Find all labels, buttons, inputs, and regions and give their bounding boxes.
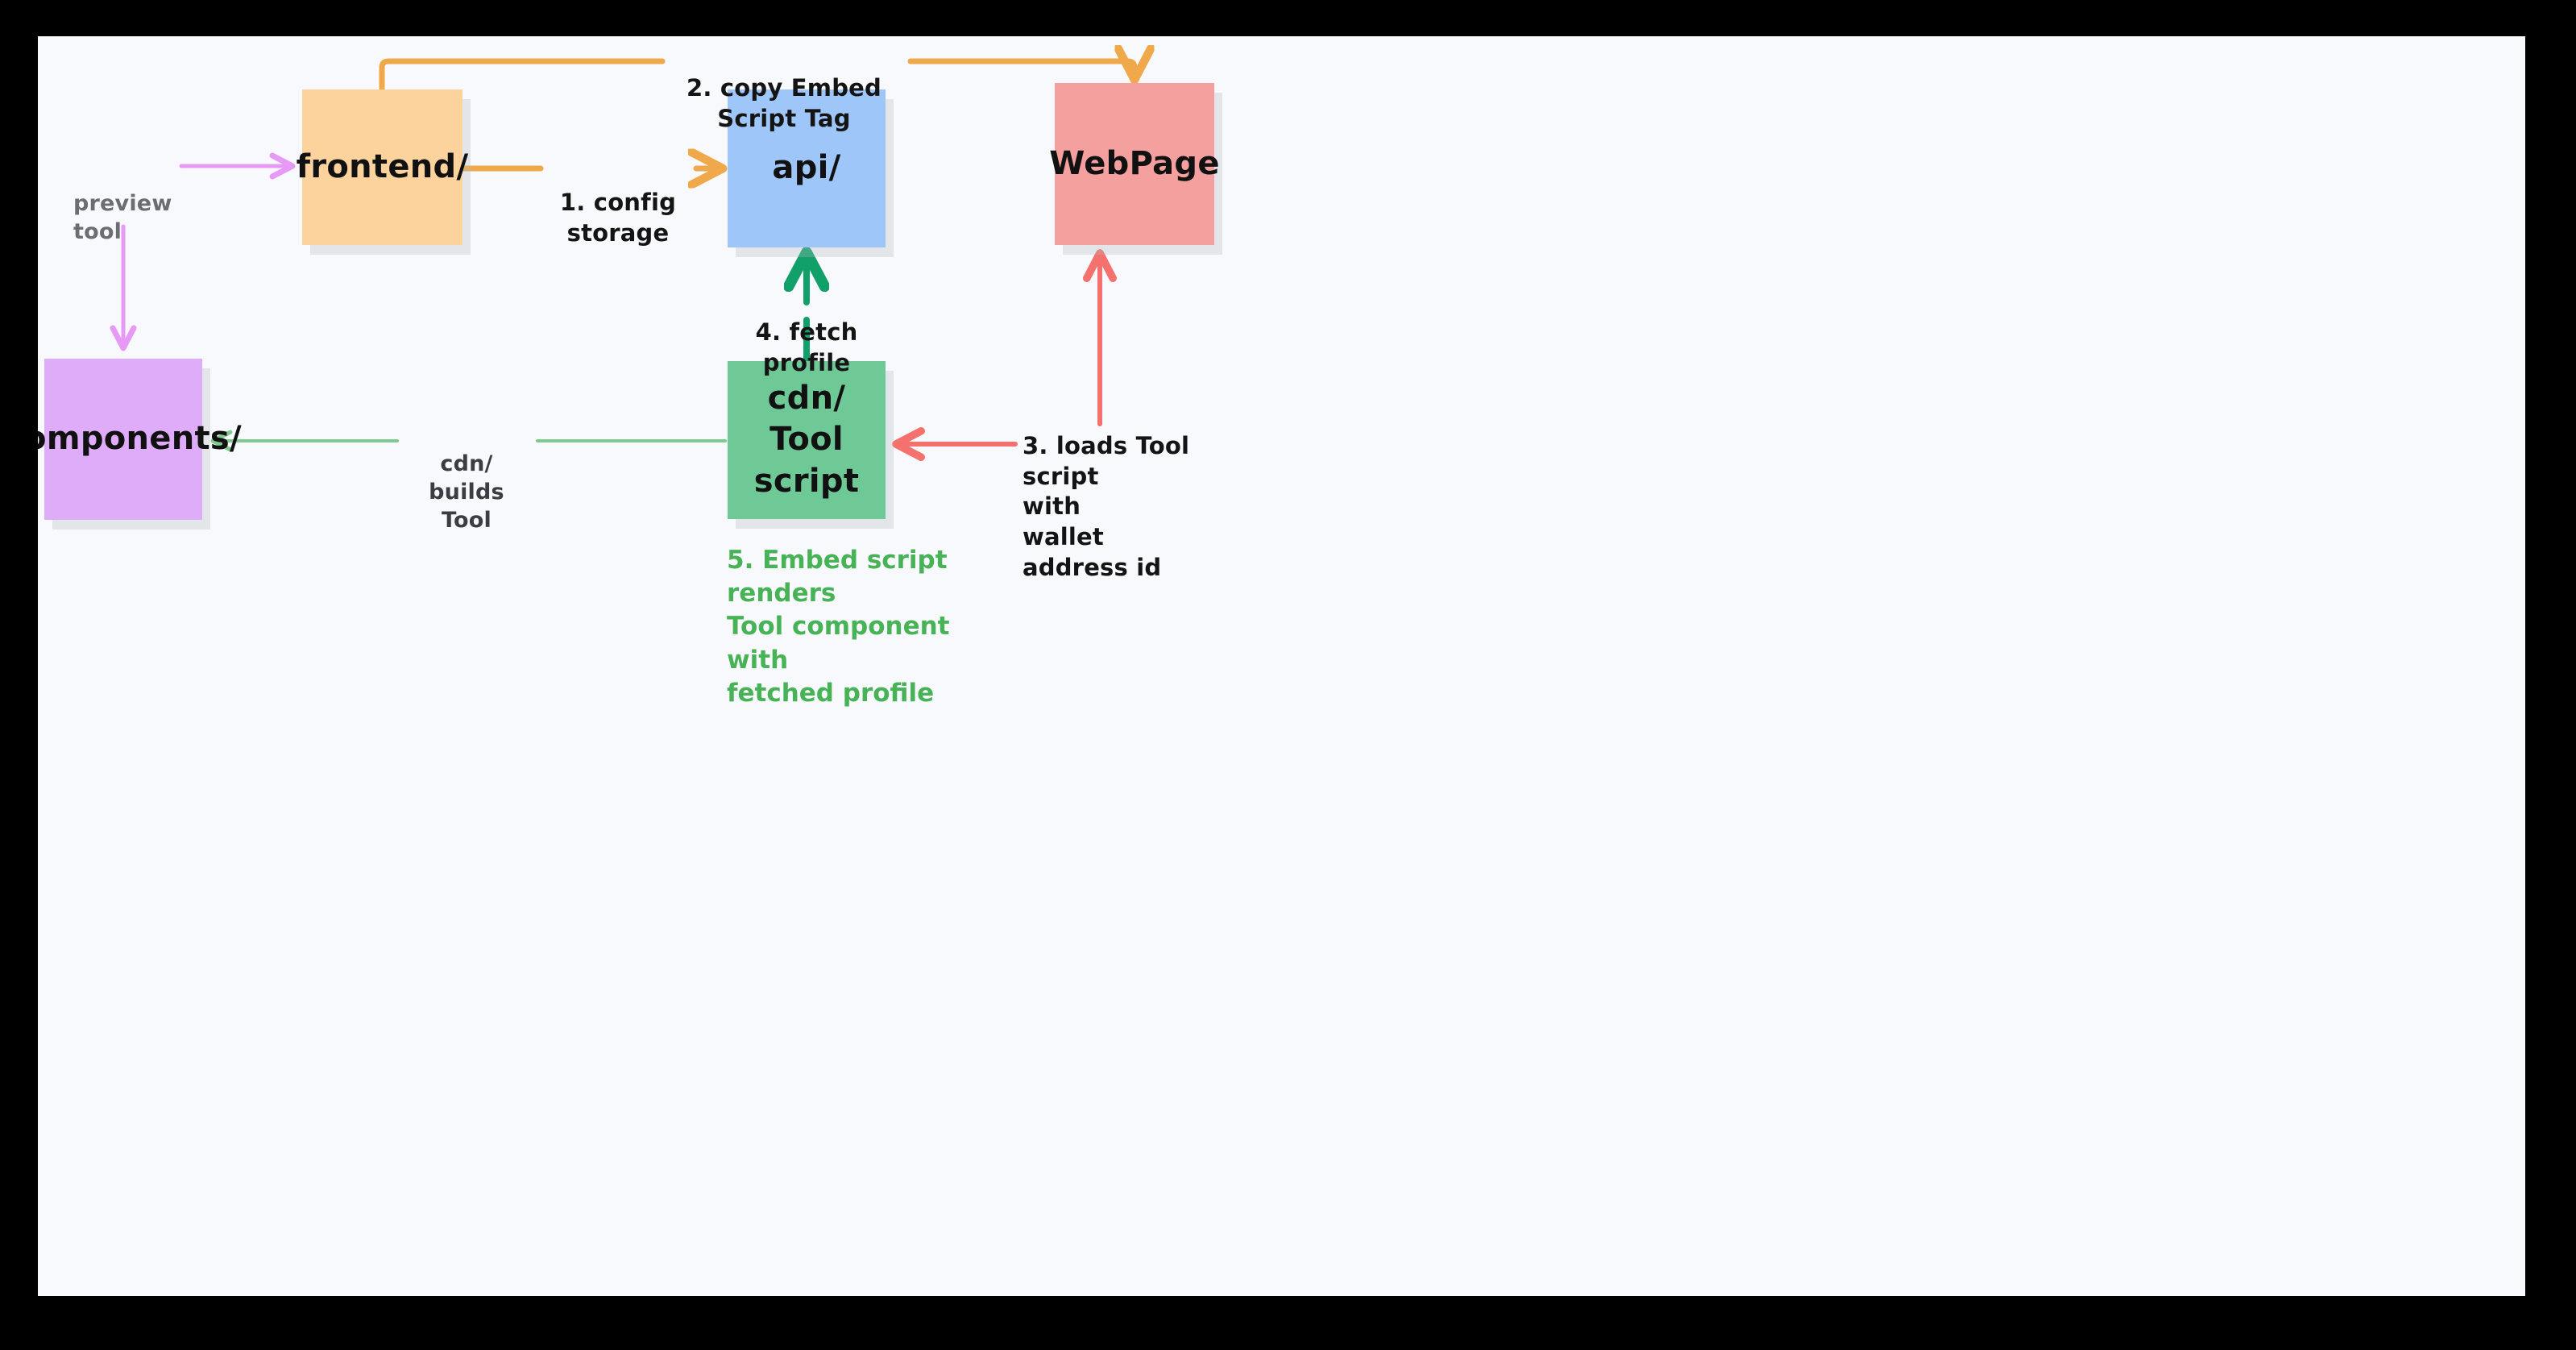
edge-loads-script — [892, 249, 1117, 461]
node-components[interactable]: components/ — [38, 359, 242, 520]
node-webpage[interactable]: WebPage — [1049, 83, 1219, 245]
node-frontend[interactable]: frontend/ — [297, 89, 468, 245]
node-api-label: api/ — [772, 149, 841, 187]
node-components-label: components/ — [38, 420, 242, 458]
node-cdn-label: cdn/ Tool script — [753, 380, 860, 500]
node-webpage-label: WebPage — [1049, 144, 1220, 182]
edge-label-config-storage: 1. config storage — [559, 189, 677, 247]
node-frontend-label: frontend/ — [296, 147, 469, 185]
edge-label-loads-script: 3. loads Tool script with wallet address… — [1023, 432, 1190, 581]
edge-label-fetch-profile: 4. fetch profile — [755, 318, 858, 376]
diagram-canvas: frontend/ api/ WebPage components/ cdn/ … — [38, 36, 2525, 1296]
edge-label-builds-tool: cdn/ builds Tool — [429, 451, 504, 534]
node-cdn[interactable]: cdn/ Tool script — [728, 361, 886, 519]
edge-label-preview-tool: preview tool — [73, 191, 172, 245]
edge-label-copy-embed: 2. copy Embed Script Tag — [687, 74, 881, 132]
node-api[interactable]: api/ — [728, 89, 886, 247]
annotation-step5: 5. Embed script renders Tool component w… — [727, 546, 950, 708]
